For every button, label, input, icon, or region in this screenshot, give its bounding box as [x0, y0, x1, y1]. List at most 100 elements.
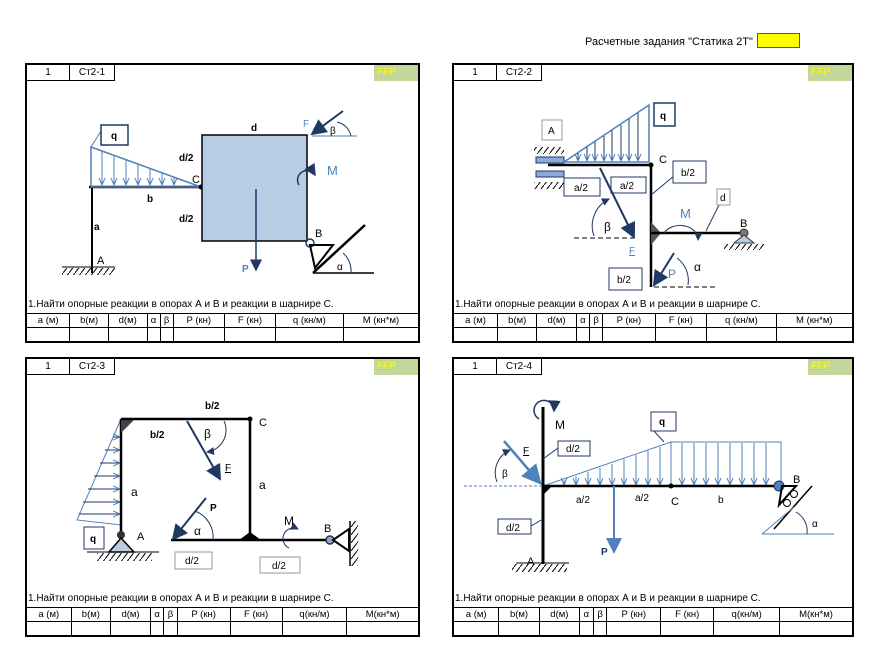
value-cell[interactable] [660, 620, 715, 635]
label-a2: a/2 [620, 181, 634, 192]
value-cell[interactable] [176, 620, 231, 635]
task-text: 1.Найти опорные реакции в опорах А и В и… [28, 593, 334, 604]
label-F: F [225, 463, 231, 474]
column-header: F (кн) [654, 312, 708, 328]
column-header: b(м) [70, 606, 112, 622]
value-cell[interactable] [274, 326, 344, 341]
column-header: d(м) [538, 606, 581, 622]
label-beta: β [330, 126, 336, 137]
value-cell[interactable] [498, 620, 540, 635]
ffp-badge: FFP [374, 359, 418, 375]
column-header: β [163, 606, 178, 622]
value-cell[interactable] [281, 620, 348, 635]
label-b2: b/2 [205, 401, 220, 412]
label-B: B [315, 228, 322, 240]
value-cell[interactable] [779, 620, 852, 635]
label-d2: d/2 [179, 214, 194, 225]
value-cell[interactable] [775, 326, 852, 341]
value-cell[interactable] [602, 326, 656, 341]
label-alpha: α [694, 260, 701, 274]
card-id: Ст2-4 [497, 359, 542, 375]
label-d: d [251, 123, 257, 134]
value-cell[interactable] [346, 620, 418, 635]
column-header: d(м) [110, 606, 151, 622]
label-F: F [629, 246, 635, 257]
label-A: A [97, 255, 105, 267]
column-header: F (кн) [229, 606, 283, 622]
ffp-badge: FFP [374, 65, 418, 81]
card-number: 1 [27, 359, 70, 375]
value-cell[interactable] [149, 620, 165, 635]
value-cell[interactable] [592, 620, 608, 635]
value-cell[interactable] [454, 326, 499, 341]
label-a: a [259, 478, 266, 492]
diagram-st2-2: A q C B a/2 a/2 β F b/2 b/2 d M P α [534, 102, 764, 291]
label-beta: β [604, 220, 611, 234]
label-q: q [111, 131, 117, 142]
value-cell[interactable] [575, 326, 590, 341]
label-F: F [523, 446, 529, 457]
value-cell[interactable] [497, 326, 538, 341]
label-F: F [303, 119, 309, 130]
label-d2: d/2 [506, 523, 520, 534]
value-cell[interactable] [163, 620, 178, 635]
value-cell[interactable] [27, 620, 72, 635]
column-header: F (кн) [224, 312, 276, 328]
label-C: C [259, 417, 267, 429]
label-b2: b/2 [617, 275, 631, 286]
column-header: q(кн/м) [281, 606, 348, 622]
value-cell[interactable] [706, 326, 777, 341]
column-header: α [579, 606, 594, 622]
column-header: q (кн/м) [274, 312, 344, 328]
label-C: C [671, 496, 679, 508]
label-d2: d/2 [185, 556, 199, 567]
value-cell[interactable] [70, 620, 112, 635]
value-cell[interactable] [454, 620, 500, 635]
column-header: α [149, 606, 165, 622]
label-q: q [90, 534, 96, 545]
value-cell[interactable] [536, 326, 577, 341]
value-cell[interactable] [538, 620, 581, 635]
label-d2: d/2 [179, 153, 194, 164]
value-cell[interactable] [172, 326, 226, 341]
diagram-st2-1: q d d/2 d/2 C b a A P M F β B α [62, 110, 374, 275]
column-header: b(м) [497, 312, 538, 328]
label-A: A [527, 556, 535, 568]
value-cell[interactable] [107, 326, 148, 341]
value-cell[interactable] [159, 326, 174, 341]
value-cell[interactable] [229, 620, 283, 635]
value-cell[interactable] [606, 620, 662, 635]
label-alpha: α [337, 262, 343, 273]
value-cell[interactable] [146, 326, 161, 341]
task-card-4: 1 Ст2-4 FFP A M q β F d/2 d/2 a/2 a/2 C … [452, 357, 854, 637]
value-cell[interactable] [588, 326, 604, 341]
label-P: P [210, 503, 217, 514]
column-header: q (кн/м) [706, 312, 777, 328]
column-header: d(м) [107, 312, 148, 328]
column-header: P (кн) [606, 606, 662, 622]
value-cell[interactable] [654, 326, 708, 341]
label-B: B [793, 474, 800, 486]
label-a2: a/2 [574, 183, 588, 194]
label-C: C [192, 174, 200, 186]
column-header: a (м) [454, 606, 500, 622]
card-number: 1 [454, 359, 497, 375]
value-cell[interactable] [342, 326, 418, 341]
value-cell[interactable] [69, 326, 109, 341]
value-cell[interactable] [110, 620, 151, 635]
task-card-3: 1 Ст2-3 FFP q A b/2 b/2 C β F a a P α d/… [25, 357, 420, 637]
label-P: P [601, 547, 608, 558]
label-q: q [659, 417, 665, 428]
value-cell[interactable] [579, 620, 594, 635]
value-cell[interactable] [27, 326, 71, 341]
column-header: M(кн*м) [346, 606, 418, 622]
value-cell[interactable] [224, 326, 276, 341]
column-header: P (кн) [176, 606, 231, 622]
value-cell[interactable] [713, 620, 780, 635]
label-alpha: α [194, 524, 201, 538]
label-alpha: α [812, 519, 818, 530]
task-card-1: 1 Ст2-1 FFP q d d/2 d/2 C b a A P M F β … [25, 63, 420, 343]
card-id: Ст2-1 [70, 65, 115, 81]
label-A: A [137, 531, 145, 543]
